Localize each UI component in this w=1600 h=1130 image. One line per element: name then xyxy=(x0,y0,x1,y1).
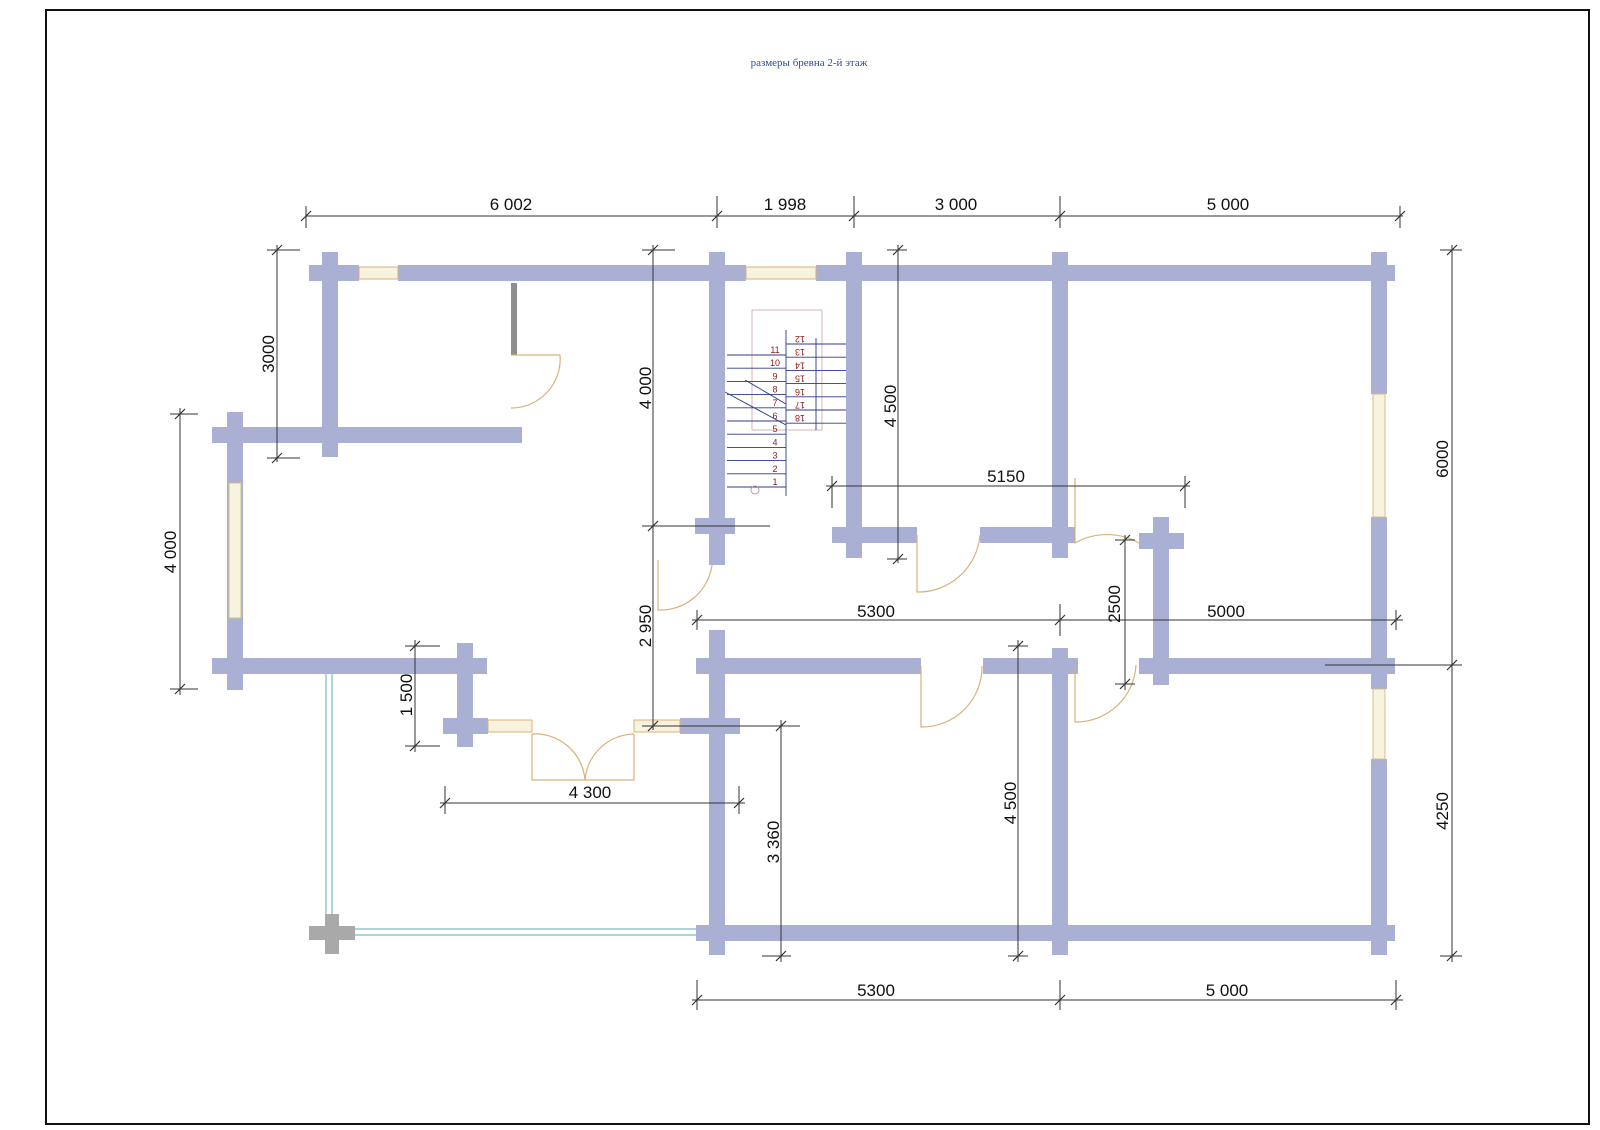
door-upper-left xyxy=(510,354,561,409)
wall-top-segment xyxy=(398,265,746,281)
stair-step-number: 9 xyxy=(772,371,777,381)
wall-lower-left-vertical xyxy=(709,630,725,955)
stair-step-number: 8 xyxy=(772,385,777,395)
dim-inner-5000: 5000 xyxy=(1207,602,1245,621)
dim-bottom-5000: 5 000 xyxy=(1206,981,1249,1000)
wall-corridor-post xyxy=(1153,517,1169,685)
stair-step-number: 15 xyxy=(795,374,805,384)
wall-top-right-segment xyxy=(816,265,1395,281)
door-hall xyxy=(657,560,713,611)
log-walls xyxy=(212,252,1395,955)
dim-inner-3360: 3 360 xyxy=(764,821,783,864)
stair-step-number: 2 xyxy=(772,464,777,474)
wall-right-lower xyxy=(1371,759,1387,955)
dim-inner-4300: 4 300 xyxy=(569,783,612,802)
wall-lower-left-stub xyxy=(443,718,488,734)
window-right-lower xyxy=(1372,688,1386,760)
dim-left-4000: 4 000 xyxy=(161,531,180,574)
door-corridor-upper xyxy=(1074,478,1140,545)
stair-step-number: 17 xyxy=(795,400,805,410)
dim-top-1998: 1 998 xyxy=(764,195,807,214)
log-end xyxy=(709,252,725,297)
dim-left-3000: 3000 xyxy=(259,335,278,373)
stair-step-number: 13 xyxy=(795,347,805,357)
stair-step-number: 12 xyxy=(795,334,805,344)
wall-stair-right xyxy=(846,252,862,558)
wall-room-right xyxy=(1052,252,1068,558)
dim-inner-5150: 5150 xyxy=(987,467,1025,486)
log-end xyxy=(1052,252,1068,297)
door-double-right xyxy=(584,733,635,781)
stair-step-number: 10 xyxy=(770,358,780,368)
dim-bottom-5300: 5300 xyxy=(857,981,895,1000)
log-end xyxy=(309,265,351,281)
dim-right-4250: 4250 xyxy=(1433,792,1452,830)
dim-inner-4000: 4 000 xyxy=(636,367,655,410)
dim-top-3000: 3 000 xyxy=(935,195,978,214)
stair-step-number: 4 xyxy=(772,437,777,447)
wall-left-upper-vertical xyxy=(322,252,338,457)
wall-bottom xyxy=(696,925,1395,941)
stair-step-number: 6 xyxy=(772,411,777,421)
stair-step-number: 1 xyxy=(772,477,777,487)
drawing-title: размеры бревна 2-й этаж xyxy=(751,57,868,69)
wall-stair-left xyxy=(709,252,725,565)
dimension-lines xyxy=(170,196,1462,1010)
dim-inner-4500: 4 500 xyxy=(881,385,900,428)
stair-step-number: 5 xyxy=(772,424,777,434)
window-lower-left xyxy=(487,719,533,733)
dimension-labels: 6 002 1 998 3 000 5 000 3000 4 000 4 000… xyxy=(161,195,1452,1000)
door-corridor-lower xyxy=(1074,664,1137,723)
window-top-stair xyxy=(745,266,817,280)
wall-room-bottom-right xyxy=(980,527,1075,543)
window-right-upper xyxy=(1372,393,1386,518)
stair-step-number: 7 xyxy=(772,398,777,408)
porch-glazing xyxy=(325,674,696,936)
wall-lower-middle-left xyxy=(696,658,921,674)
log-end xyxy=(1052,910,1068,955)
porch-post-cross xyxy=(309,926,355,940)
stair-step-number: 18 xyxy=(795,413,805,423)
dim-inner-5300: 5300 xyxy=(857,602,895,621)
wall-middle-left-horizontal xyxy=(212,427,522,443)
door-room-bottom xyxy=(916,534,981,593)
drawing-frame xyxy=(45,9,1590,1125)
dim-inner-4500-lower: 4 500 xyxy=(1001,782,1020,825)
partition-wall xyxy=(511,283,517,355)
dim-inner-2500: 2500 xyxy=(1105,585,1124,623)
dim-top-6002: 6 002 xyxy=(490,195,533,214)
doors xyxy=(510,354,1140,781)
wall-lower-right-vertical xyxy=(1052,648,1068,955)
wall-room-bottom-left xyxy=(832,527,917,543)
wall-lower-left-horizontal xyxy=(212,658,487,674)
log-end xyxy=(212,658,252,674)
stair-step-number: 11 xyxy=(770,345,779,355)
wall-right-middle-horizontal xyxy=(1139,658,1395,674)
staircase: 11 10 9 8 7 6 5 4 3 2 1 12 13 14 15 16 17 18 xyxy=(724,309,846,496)
window-top-left xyxy=(358,266,399,280)
stair-step-number: 3 xyxy=(772,451,777,461)
dim-top-5000: 5 000 xyxy=(1207,195,1250,214)
door-double-left xyxy=(531,733,586,781)
log-end xyxy=(709,910,725,955)
window-left xyxy=(228,482,242,619)
log-end xyxy=(1371,910,1387,955)
windows xyxy=(228,266,1386,760)
log-end xyxy=(1371,252,1387,297)
stair-step-number: 16 xyxy=(795,387,805,397)
wall-right-middle xyxy=(1371,517,1387,689)
wall-corridor-post-cross xyxy=(1139,533,1184,549)
stair-step-number: 14 xyxy=(795,360,805,370)
door-lower-middle xyxy=(920,665,983,728)
log-end xyxy=(846,252,862,297)
dim-inner-2950: 2 950 xyxy=(636,605,655,648)
dim-right-6000: 6000 xyxy=(1433,440,1452,478)
dim-inner-1500: 1 500 xyxy=(397,674,416,717)
